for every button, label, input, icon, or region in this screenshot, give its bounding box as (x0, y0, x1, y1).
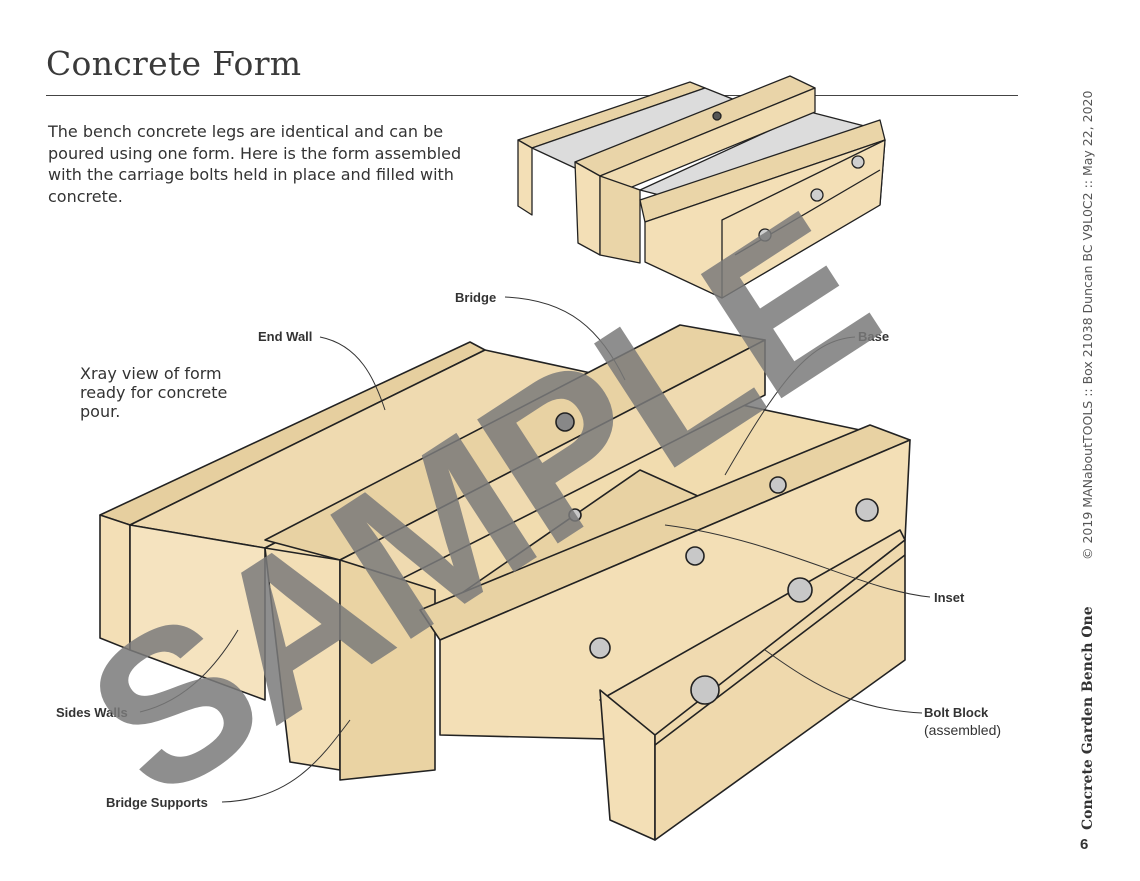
label-bolt-block: Bolt Block (924, 705, 989, 720)
label-inset: Inset (934, 590, 965, 605)
label-end-wall: End Wall (258, 329, 313, 344)
assembled-form-image (517, 75, 886, 299)
intro-paragraph: The bench concrete legs are identical an… (48, 122, 462, 206)
page-number: 6 (1080, 836, 1089, 853)
page-title: Concrete Form (46, 44, 302, 83)
xray-caption: Xray view of form ready for concrete pou… (80, 364, 228, 421)
label-bridge: Bridge (455, 290, 497, 305)
label-base: Base (858, 329, 890, 344)
xray-form-image (99, 296, 931, 841)
label-sides-walls: Sides Walls (56, 705, 128, 720)
copyright-notice: © 2019 MANaboutTOOLS :: Box 21038 Duncan… (1080, 90, 1095, 560)
vertical-sidebar: © 2019 MANaboutTOOLS :: Box 21038 Duncan… (1062, 30, 1122, 850)
label-bolt-block-sub: (assembled) (924, 722, 1002, 738)
book-title: Concrete Garden Bench One (1080, 606, 1096, 830)
label-bridge-supports: Bridge Supports (106, 795, 208, 810)
title-divider (46, 95, 1018, 96)
